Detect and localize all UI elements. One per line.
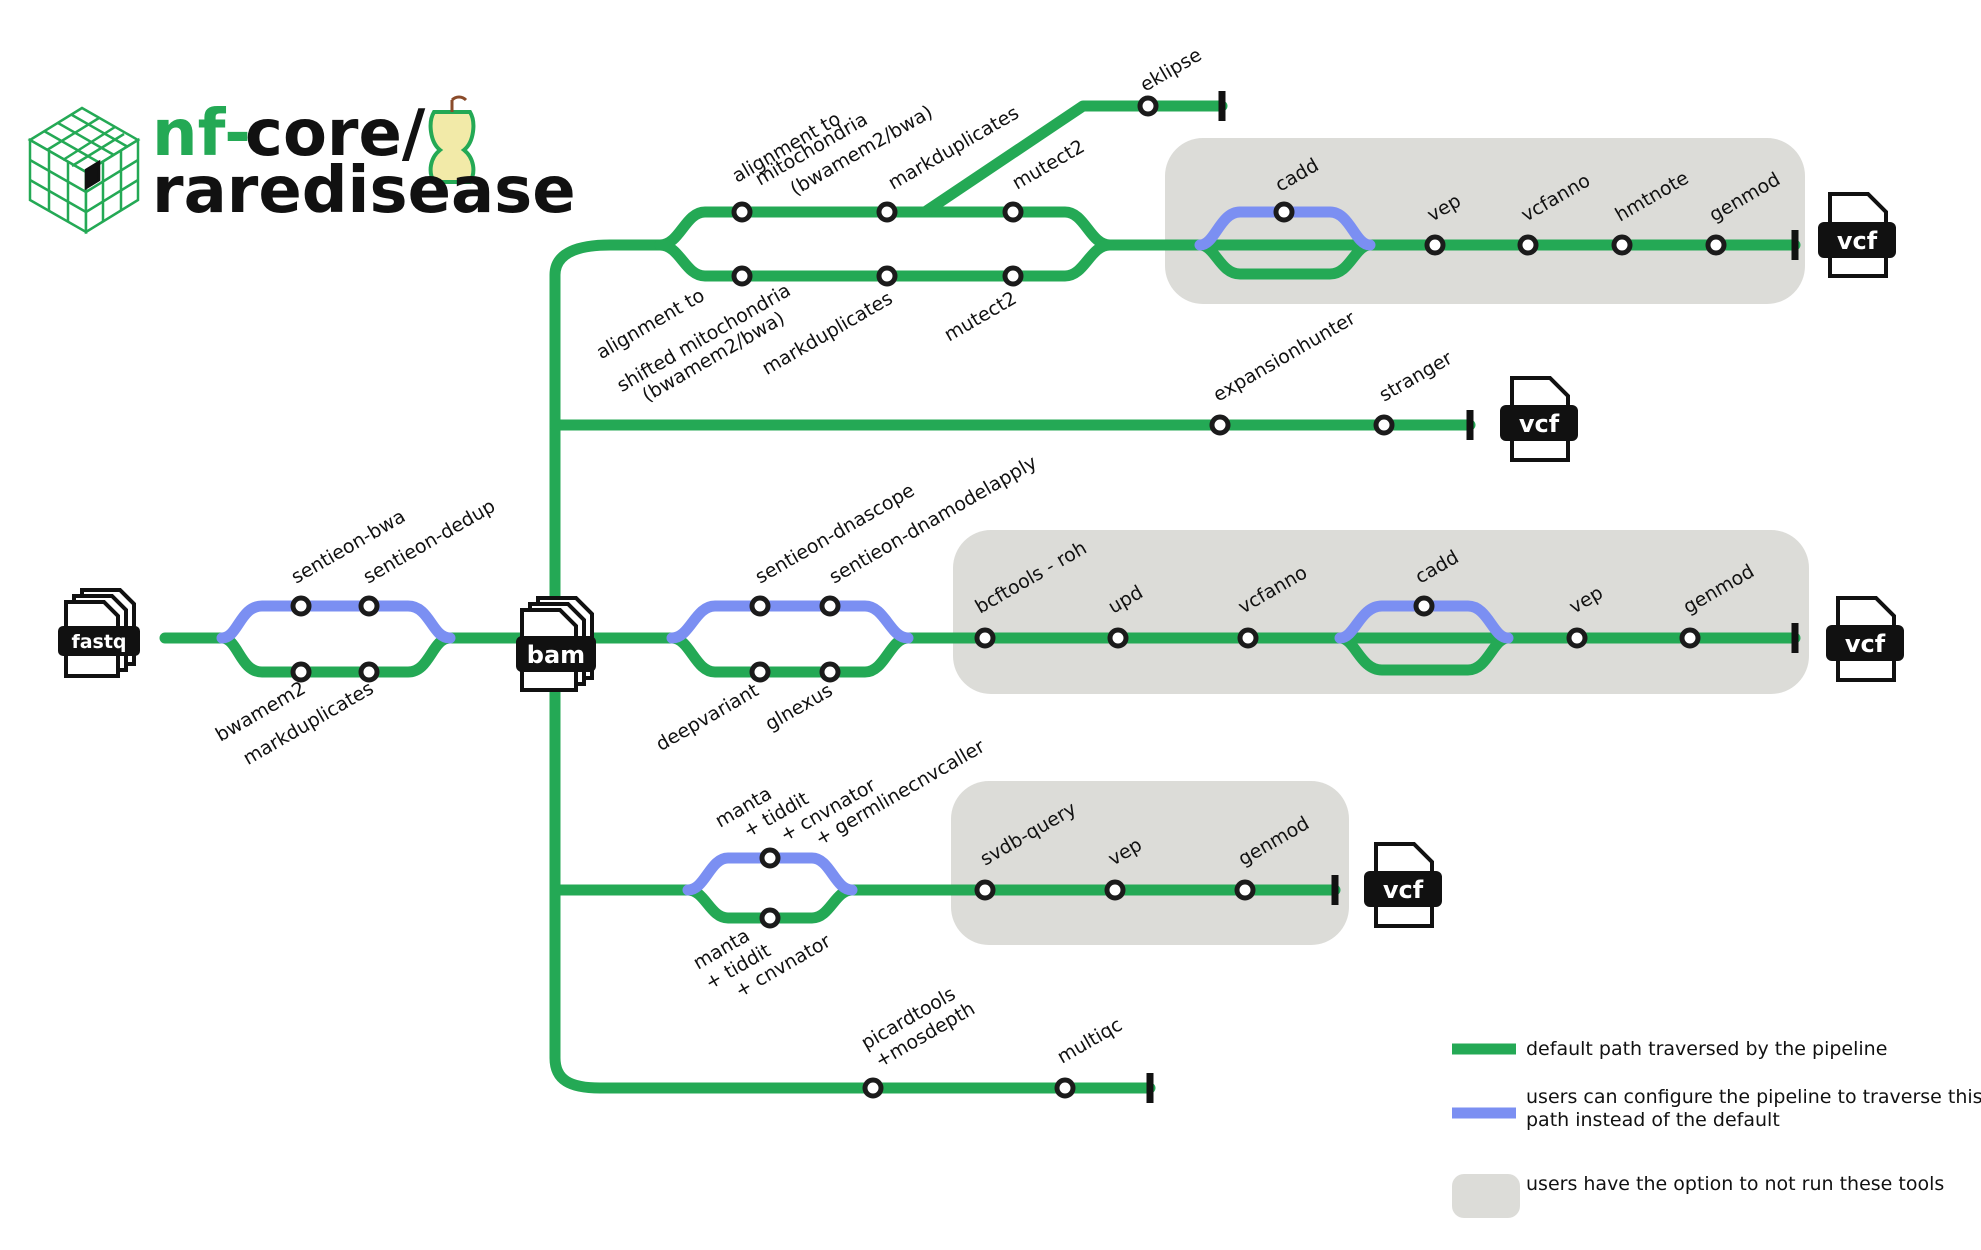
stop-bcftools-roh	[974, 627, 996, 649]
vcf-file-icon-sv: vcf	[1364, 842, 1442, 928]
stop-markduplicates	[358, 661, 380, 683]
fastq-file-icon: fastq	[58, 588, 140, 678]
fastq-label: fastq	[71, 631, 126, 653]
bam-file-icon: bam	[516, 596, 596, 692]
vcf-label-sv: vcf	[1383, 876, 1424, 904]
optional-box-mito	[1165, 138, 1805, 304]
stop-mt-markdup	[876, 201, 898, 223]
stop-mt-vep	[1424, 234, 1446, 256]
stop-eklipse	[1137, 95, 1159, 117]
nf-core-logo-icon	[27, 106, 141, 235]
vcf-file-icon-repeats: vcf	[1500, 376, 1578, 462]
logo-pipeline: raredisease	[152, 154, 576, 228]
track-trunk	[549, 419, 1156, 1094]
legend-optional-swatch	[1452, 1174, 1520, 1218]
stop-shift-mutect2	[1002, 265, 1024, 287]
stop-mt-cadd	[1273, 201, 1295, 223]
stop-snv-genmod	[1679, 627, 1701, 649]
stop-sv-alt	[759, 847, 781, 869]
track-main	[159, 632, 531, 678]
legend-default-text: default path traversed by the pipeline	[1526, 1038, 1887, 1060]
track-eklipse	[919, 100, 1228, 218]
stop-picardtools	[862, 1077, 884, 1099]
stop-sentieon-dedup	[358, 595, 380, 617]
track-mito-cadd-default	[1194, 239, 1376, 280]
stop-bwamem2	[290, 661, 312, 683]
stops	[290, 95, 1727, 1099]
label-expansionhunter: expansionhunter	[1210, 307, 1360, 406]
optional-box-sv	[951, 781, 1349, 945]
stop-sv-vep	[1104, 879, 1126, 901]
logo-prefix: nf-	[152, 97, 251, 171]
stop-expansionhunter	[1209, 414, 1231, 436]
optional-box-snv	[953, 530, 1809, 694]
stop-snv-vep	[1566, 627, 1588, 649]
stop-sentieon-dnascope	[749, 595, 771, 617]
vcf-file-icon-snv: vcf	[1826, 596, 1904, 682]
label-glnexus: glnexus	[761, 679, 836, 735]
bam-label: bam	[527, 641, 585, 669]
track-snv-cadd-default	[1334, 632, 1514, 676]
label-deepvariant: deepvariant	[652, 679, 762, 755]
label-eklipse: eklipse	[1137, 44, 1206, 97]
legend: default path traversed by the pipeline u…	[1452, 1038, 1981, 1218]
stop-glnexus	[819, 661, 841, 683]
stop-multiqc	[1054, 1077, 1076, 1099]
stop-mt-mutect2	[1002, 201, 1024, 223]
stop-sv-default	[759, 907, 781, 929]
track-trunk-top	[549, 239, 666, 431]
vcf-label-mito: vcf	[1837, 227, 1878, 255]
apple-core-icon	[428, 95, 476, 184]
track-sentieon-align	[216, 600, 456, 644]
stop-mt-vcfanno	[1517, 234, 1539, 256]
stop-shift-align	[731, 265, 753, 287]
stop-shift-markdup	[876, 265, 898, 287]
track-snv	[549, 632, 1801, 678]
vcf-label-repeats: vcf	[1519, 410, 1560, 438]
stop-upd	[1107, 627, 1129, 649]
legend-alt-text-1: users can configure the pipeline to trav…	[1526, 1086, 1981, 1108]
stop-sentieon-bwa	[290, 595, 312, 617]
stop-snv-vcfanno	[1237, 627, 1259, 649]
vcf-file-icon-mito: vcf	[1818, 192, 1896, 278]
stop-mt-hmtnote	[1611, 234, 1633, 256]
vcf-label-snv: vcf	[1845, 630, 1886, 658]
stop-deepvariant	[749, 661, 771, 683]
label-stranger: stranger	[1376, 347, 1457, 406]
legend-alt-text-2: path instead of the default	[1526, 1109, 1780, 1131]
stop-sv-genmod	[1234, 879, 1256, 901]
stop-mt-align	[731, 201, 753, 223]
stop-mt-genmod	[1705, 234, 1727, 256]
stop-snv-cadd	[1413, 595, 1435, 617]
logo-name: core/	[245, 97, 426, 171]
label-multiqc: multiqc	[1054, 1014, 1127, 1069]
stop-sentieon-dnamodelapply	[819, 595, 841, 617]
label-shift-mutect2: mutect2	[940, 287, 1020, 346]
stop-svdb-query	[974, 879, 996, 901]
label-sentieon-dedup: sentieon-dedup	[360, 495, 500, 588]
track-snv-sentieon	[666, 600, 914, 644]
stop-stranger	[1373, 414, 1395, 436]
legend-optional-text: users have the option to not run these t…	[1526, 1173, 1944, 1195]
